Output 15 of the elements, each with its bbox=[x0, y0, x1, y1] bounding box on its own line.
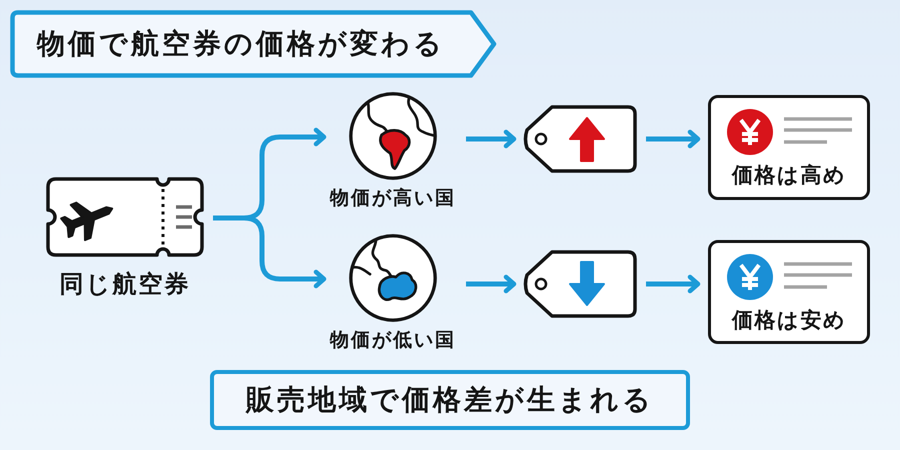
card-label: 価格は安め bbox=[732, 307, 846, 334]
title-banner: 物価で航空券の価格が変わる bbox=[10, 10, 498, 78]
node-label: 物価が低い国 bbox=[330, 328, 456, 352]
arrow bbox=[466, 130, 516, 148]
node-label: 同じ航空券 bbox=[60, 270, 190, 298]
node-label: 物価が高い国 bbox=[330, 186, 456, 210]
summary-banner: 販売地域で価格差が生まれる bbox=[210, 370, 690, 430]
arrow bbox=[646, 130, 700, 148]
price-tag-icon bbox=[522, 249, 638, 319]
price-tag-icon bbox=[522, 104, 638, 174]
arrow bbox=[646, 274, 700, 294]
price-card bbox=[708, 240, 870, 344]
arrow bbox=[466, 274, 516, 294]
price-card bbox=[708, 95, 870, 200]
card-label: 価格は高め bbox=[732, 162, 846, 189]
